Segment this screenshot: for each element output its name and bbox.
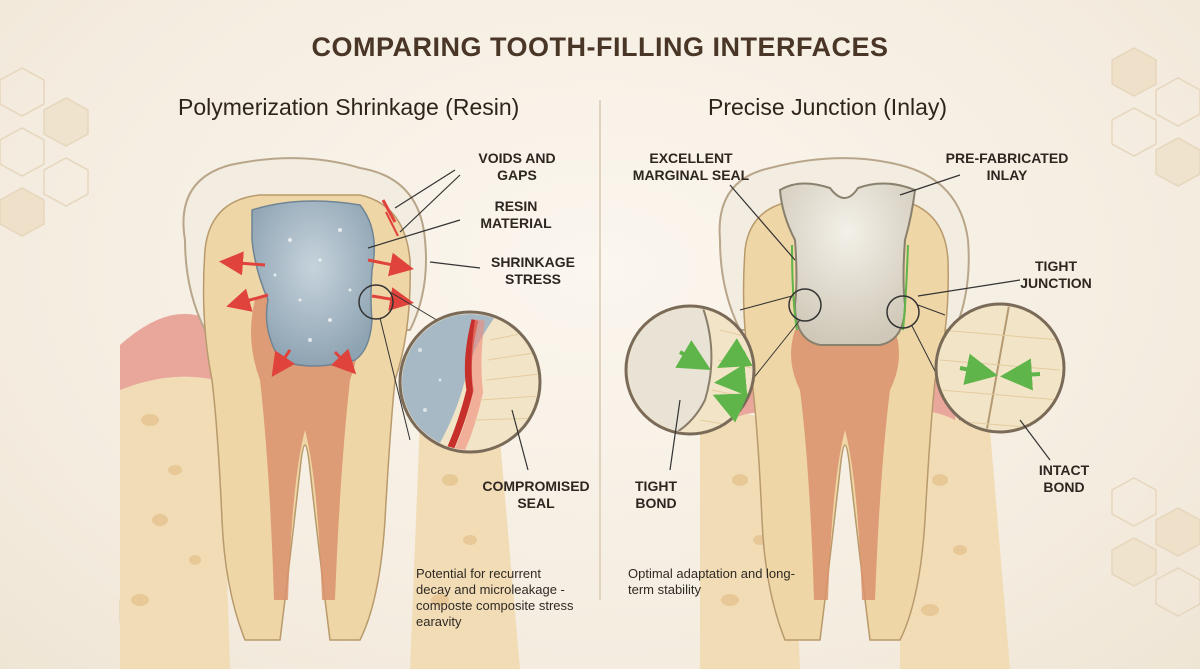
resin-tooth <box>120 157 520 669</box>
inlay-heading: Precise Junction (Inlay) <box>708 94 948 120</box>
resin-note: Potential for recurrent decay and microl… <box>416 566 574 629</box>
detail-marker <box>358 284 394 320</box>
inlay-note: Optimal adaptation and long-term stabili… <box>628 566 795 597</box>
marginal-seal-label: EXCELLENT MARGINAL SEAL <box>632 150 750 183</box>
compromised-seal-magnifier <box>398 310 542 454</box>
stress-arrow <box>219 251 266 276</box>
stress-arrow <box>271 349 296 377</box>
detail-marker <box>886 295 920 329</box>
voids-label: VOIDS AND GAPS <box>478 150 556 183</box>
hexagon-decoration <box>0 47 1200 634</box>
tight-bond-label: TIGHT BOND <box>635 478 677 511</box>
detail-marker <box>788 288 822 322</box>
compromised-seal-label: COMPROMISED SEAL <box>482 478 590 511</box>
stress-arrow <box>367 252 414 277</box>
intact-bond-label: INTACT BOND <box>1038 462 1090 495</box>
inlay-label: PRE-FABRICATED INLAY <box>945 150 1069 183</box>
tight-bond-magnifier <box>624 304 756 436</box>
page-title: COMPARING TOOTH-FILLING INTERFACES <box>311 32 889 62</box>
tight-junction-label: TIGHT JUNCTION <box>1020 258 1092 291</box>
resin-heading: Polymerization Shrinkage (Resin) <box>178 94 520 120</box>
stress-arrow <box>371 287 414 311</box>
stress-arrow <box>330 348 357 375</box>
resin-label: RESIN MATERIAL <box>480 198 552 231</box>
shrinkage-label: SHRINKAGE STRESS <box>490 254 575 287</box>
stress-arrow <box>226 288 269 312</box>
inlay-tooth <box>700 157 1010 669</box>
